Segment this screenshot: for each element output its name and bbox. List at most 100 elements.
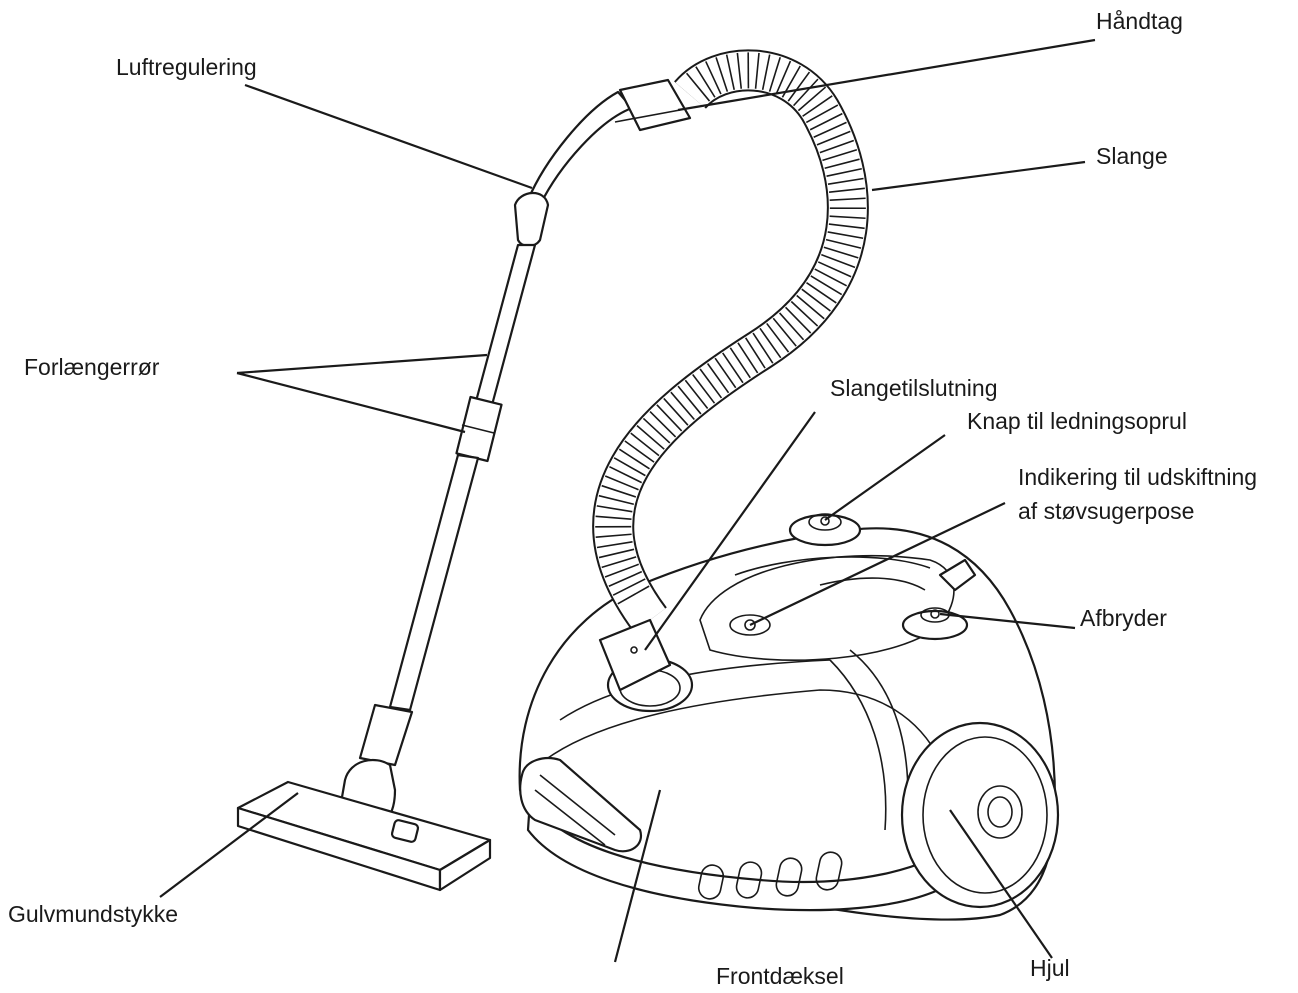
hose-rib xyxy=(810,275,843,296)
hose-rib xyxy=(768,57,781,92)
hose-rib xyxy=(601,556,637,569)
hose-rib xyxy=(813,121,847,138)
hose-rib xyxy=(608,570,643,587)
label-knap-ledningsoprul: Knap til ledningsoprul xyxy=(967,408,1187,434)
wand-assembly xyxy=(236,78,692,892)
hose-rib xyxy=(612,578,646,596)
hose-rib xyxy=(630,432,660,457)
hose-rib xyxy=(737,342,759,374)
leader-gulvmundstykke xyxy=(159,792,299,898)
hose-rib xyxy=(790,300,819,327)
hose-rib xyxy=(826,167,862,177)
hose-rib xyxy=(752,332,774,364)
hose-rib xyxy=(598,494,634,506)
hose-rib xyxy=(817,261,852,278)
hose-rib xyxy=(695,66,716,98)
leader-slange xyxy=(871,160,1086,192)
label-haandtag: Håndtag xyxy=(1096,8,1183,34)
hose-rib xyxy=(642,417,671,444)
label-slange: Slange xyxy=(1096,143,1168,169)
hose-rib xyxy=(819,139,855,154)
hose-rib xyxy=(663,397,689,426)
hose-rib xyxy=(821,253,856,269)
hose-rib xyxy=(705,61,722,95)
hose-rib xyxy=(670,391,695,421)
hose-rib xyxy=(722,352,744,384)
hose-rib xyxy=(806,282,837,304)
hose-rib xyxy=(766,322,790,353)
hose-rib xyxy=(797,86,827,112)
hose-rib xyxy=(824,158,860,170)
hose-rib xyxy=(656,404,683,432)
leader-hjul xyxy=(949,809,1053,959)
hose-rib xyxy=(596,505,633,513)
hose-rib xyxy=(759,327,782,359)
leader-lines xyxy=(159,38,1096,963)
hose-rib xyxy=(595,515,632,520)
leader-forlaengerror-a xyxy=(236,353,488,375)
hose-rib xyxy=(829,197,866,202)
hose-rib xyxy=(827,177,864,185)
hose-rib xyxy=(604,475,639,491)
label-indikering-line1: Indikering til udskiftning xyxy=(1018,464,1258,490)
hose-rib xyxy=(613,457,646,477)
hose-rib xyxy=(761,54,771,90)
hose-rib xyxy=(809,112,843,131)
hose-rib xyxy=(624,440,655,463)
hose-rib xyxy=(636,425,665,450)
hose-rib xyxy=(714,357,737,389)
hose-rib xyxy=(784,306,812,334)
hose-rib xyxy=(729,347,751,379)
hose-rib xyxy=(685,72,711,102)
hose-rib xyxy=(825,238,862,249)
hose-rib xyxy=(823,246,859,259)
leader-slangetilslutning xyxy=(644,411,816,651)
hose-rib xyxy=(802,95,833,117)
hose-rib xyxy=(684,379,709,410)
hose-rib xyxy=(805,104,839,124)
hose-rib xyxy=(796,294,825,320)
hose-rib xyxy=(816,130,851,146)
label-indikering-line2: af støvsugerpose xyxy=(1018,498,1195,524)
hose-rib xyxy=(829,215,866,220)
hose-rib xyxy=(601,484,637,498)
wheel xyxy=(900,721,1060,909)
hose-rib xyxy=(725,54,735,90)
hose-rib xyxy=(699,368,723,399)
leader-frontdaeksel xyxy=(613,789,662,963)
hose-rib xyxy=(715,57,729,92)
leader-afbryder xyxy=(939,612,1076,630)
hose-rib xyxy=(787,71,811,102)
label-frontdaeksel: Frontdæksel xyxy=(716,963,844,989)
leader-indikering xyxy=(749,502,1006,626)
hose-rib xyxy=(618,448,650,470)
hose-rib xyxy=(772,317,797,347)
label-gulvmundstykke: Gulvmundstykke xyxy=(8,901,179,927)
hose-rib xyxy=(792,78,819,107)
hose-rib xyxy=(677,385,702,415)
label-hjul: Hjul xyxy=(1030,955,1070,981)
hose-rib xyxy=(828,187,865,193)
hose-rib xyxy=(828,223,865,230)
hose-rib xyxy=(609,465,643,484)
label-slangetilslutning: Slangetilslutning xyxy=(830,375,998,401)
leader-knap xyxy=(824,434,946,521)
hose-rib xyxy=(706,363,730,394)
hose-rib xyxy=(617,585,650,605)
hose-rib xyxy=(595,533,632,538)
leader-forlaengerror-b xyxy=(236,371,466,434)
hose-rib xyxy=(778,312,805,341)
label-forlaengerror: Forlængerrør xyxy=(24,354,160,380)
hose-rib xyxy=(596,540,633,549)
hose-rib xyxy=(827,231,864,240)
hose-rib xyxy=(744,337,766,369)
hose-rib xyxy=(814,268,848,287)
hose-rib xyxy=(604,563,639,578)
hose-rib xyxy=(598,548,635,559)
hose-rib xyxy=(754,52,760,89)
label-luftregulering: Luftregulering xyxy=(116,54,257,80)
hose-rib xyxy=(775,60,792,95)
hose-rib xyxy=(692,374,716,404)
